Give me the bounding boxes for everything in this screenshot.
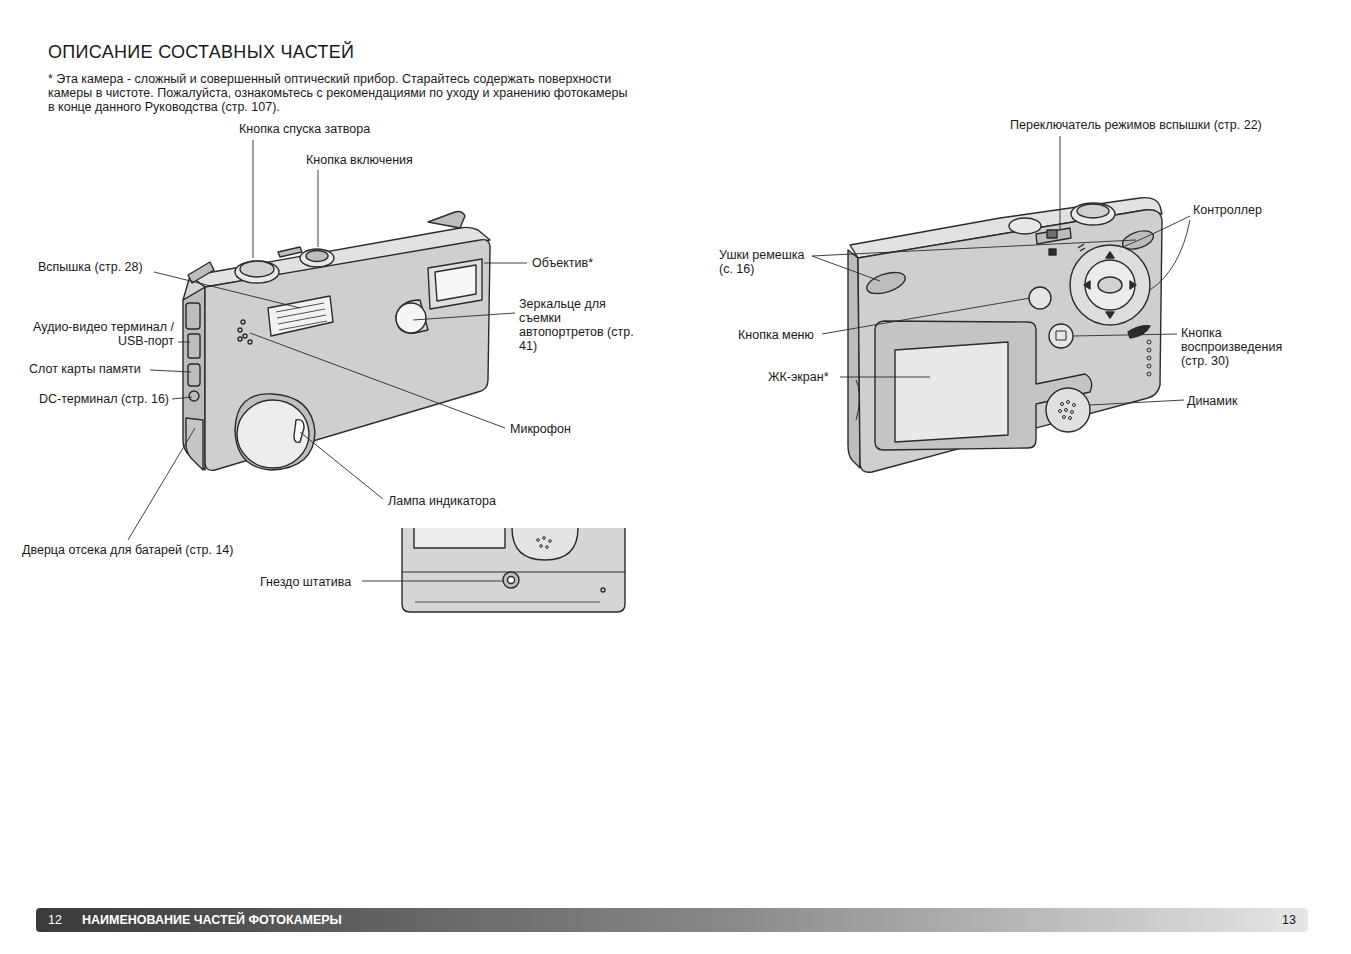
part-label: Динамик: [1187, 394, 1237, 408]
part-label: Лампа индикатора: [388, 494, 496, 508]
part-label: Кнопка воспроизведения (стр. 30): [1181, 326, 1309, 368]
leader-lines: [128, 136, 1190, 581]
intro-note: * Эта камера - сложный и совершенный опт…: [48, 72, 633, 114]
part-label: ЖК-экран*: [768, 370, 829, 384]
part-label: Аудио-видео терминал / USB-порт: [24, 320, 174, 348]
part-label: Кнопка меню: [738, 328, 814, 342]
section-title: НАИМЕНОВАНИЕ ЧАСТЕЙ ФОТОКАМЕРЫ: [82, 908, 342, 932]
front-camera: [183, 212, 490, 471]
page-number: 12: [48, 908, 62, 932]
part-label: Микрофон: [510, 422, 571, 436]
part-label: Гнездо штатива: [260, 575, 351, 589]
part-label: Контроллер: [1193, 203, 1262, 217]
page-heading: ОПИСАНИЕ СОСТАВНЫХ ЧАСТЕЙ: [48, 42, 354, 63]
part-label: Дверца отсека для батарей (стр. 14): [22, 543, 233, 557]
part-label: Вспышка (стр. 28): [38, 260, 143, 274]
part-label: Ушки ремешка (с. 16): [719, 248, 815, 276]
part-label: Объектив*: [532, 256, 593, 270]
footer-band: 12 НАИМЕНОВАНИЕ ЧАСТЕЙ ФОТОКАМЕРЫ 13: [36, 908, 1308, 932]
part-label: Кнопка спуска затвора: [239, 122, 370, 136]
part-label: DC-терминал (стр. 16): [39, 392, 169, 406]
page-number: 13: [1282, 908, 1296, 932]
bottom-view: [402, 528, 625, 612]
part-label: Зеркальце для съемки автопортретов (стр.…: [519, 297, 637, 353]
part-label: Переключатель режимов вспышки (стр. 22): [1010, 118, 1262, 132]
part-label: Слот карты памяти: [29, 362, 141, 376]
part-label: Кнопка включения: [306, 153, 413, 167]
